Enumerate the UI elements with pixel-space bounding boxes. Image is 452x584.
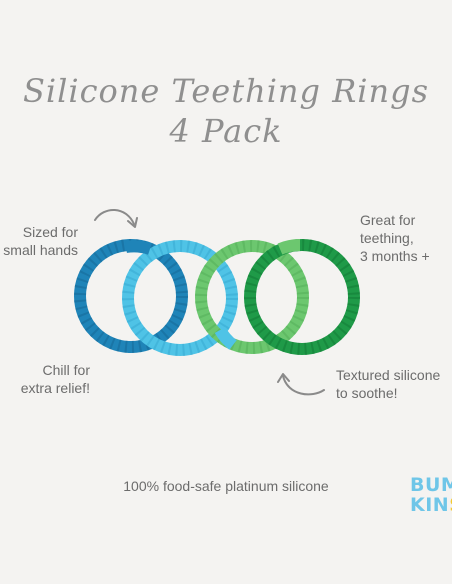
note-line: small hands: [3, 242, 78, 258]
ring-light-green: [195, 240, 309, 354]
note-sized-for-small-hands: Sized for small hands: [2, 223, 78, 259]
logo-line-2: KINS: [410, 495, 452, 515]
note-line: 3 months +: [360, 248, 430, 264]
logo-line-2-main: KIN: [410, 494, 450, 516]
logo-line-1: BUM: [410, 474, 452, 496]
note-line: Sized for: [22, 224, 78, 240]
note-line: extra relief!: [20, 380, 90, 396]
bumkins-logo: BUM KINS: [410, 475, 452, 515]
note-great-for-teething: Great for teething, 3 months +: [360, 211, 450, 265]
ring-overlap-segment: [277, 239, 301, 255]
ring-green: [244, 239, 360, 355]
note-line: to soothe!: [336, 385, 398, 401]
note-line: teething,: [360, 230, 414, 246]
footer-caption: 100% food-safe platinum silicone: [123, 478, 329, 494]
note-line: Textured silicone: [336, 367, 441, 383]
product-title-line-1: Silicone Teething Rings: [22, 72, 430, 110]
note-chill-for-extra-relief: Chill for extra relief!: [2, 361, 90, 397]
note-textured-silicone: Textured silicone to soothe!: [336, 366, 450, 402]
ring-aqua: [122, 240, 238, 356]
curved-arrow-icon: [277, 373, 325, 396]
curved-arrow-icon: [94, 209, 138, 228]
note-line: Great for: [360, 212, 416, 228]
ring-overlap-segment: [214, 326, 237, 350]
ring-overlap-segment: [125, 240, 152, 255]
logo-line-2-end: S: [449, 494, 452, 516]
note-line: Chill for: [42, 362, 90, 378]
product-title-line-2: 4 Pack: [169, 112, 283, 150]
